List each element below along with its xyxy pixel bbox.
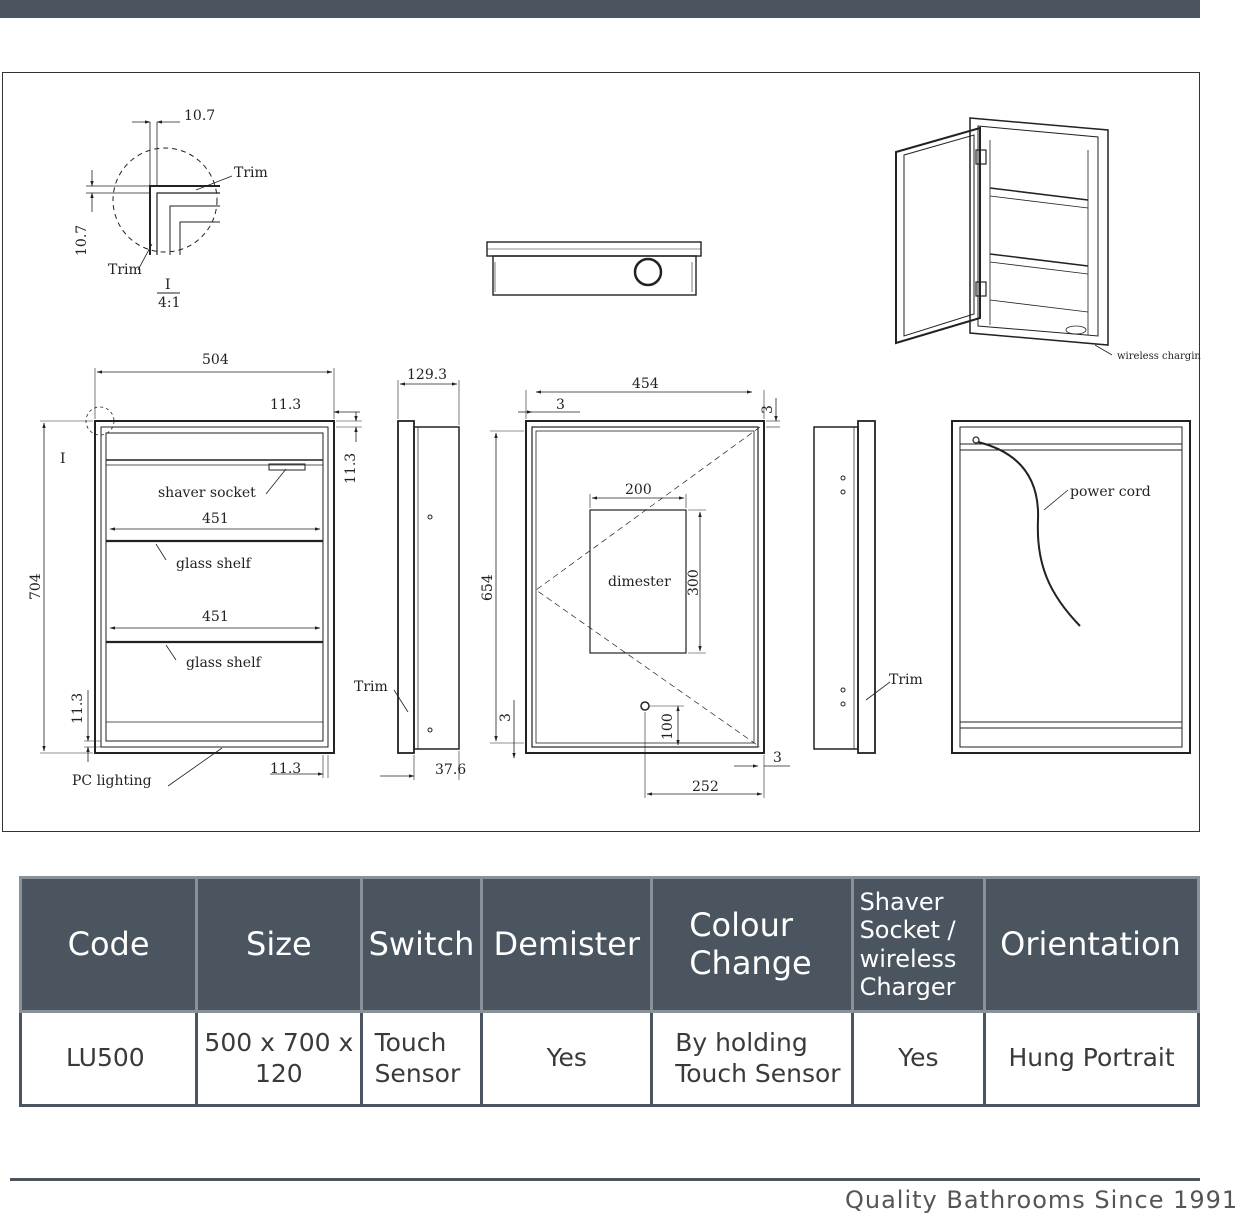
detail-section-id: I bbox=[165, 277, 171, 293]
technical-drawing: 10.7 10.7 Trim Trim I 4:1 wireless charg… bbox=[28, 108, 1201, 798]
front-shelf1-width: 451 bbox=[202, 511, 229, 527]
front-width: 504 bbox=[202, 352, 229, 368]
detail-scale: 4:1 bbox=[158, 295, 181, 311]
side-view-left bbox=[380, 380, 460, 780]
front-shelf2-label: glass shelf bbox=[186, 655, 263, 671]
front-dim-top-right: 11.3 bbox=[270, 397, 301, 413]
detail-view bbox=[86, 120, 233, 294]
header-code: Code bbox=[18, 876, 199, 1013]
footer-tagline: Quality Bathrooms Since 1991 bbox=[845, 1186, 1238, 1214]
mirror-inset-left: 3 bbox=[498, 713, 514, 722]
cell-colour-change: By holding Touch Sensor bbox=[650, 1010, 854, 1107]
mirror-view bbox=[490, 390, 790, 798]
front-dim-bottom: 11.3 bbox=[270, 761, 301, 777]
cell-code: LU500 bbox=[18, 1010, 199, 1107]
drawing-frame bbox=[2, 72, 1200, 832]
side-left-bottom: 37.6 bbox=[435, 762, 466, 778]
back-view bbox=[951, 420, 1191, 754]
front-dim-right: 11.3 bbox=[343, 453, 359, 484]
header-shaver-socket: Shaver Socket / wireless Charger bbox=[850, 876, 987, 1013]
side-view-right bbox=[813, 420, 891, 754]
mirror-sensor-offset: 252 bbox=[692, 779, 719, 795]
mirror-inset-top: 3 bbox=[556, 397, 565, 413]
mirror-demister-width: 200 bbox=[625, 482, 652, 498]
top-view bbox=[486, 241, 702, 296]
front-shelf2-width: 451 bbox=[202, 609, 229, 625]
mirror-demister-label: dimester bbox=[608, 574, 671, 590]
side-right-trim: Trim bbox=[889, 672, 923, 688]
header-orientation: Orientation bbox=[983, 876, 1200, 1013]
open-cabinet-view bbox=[895, 117, 1113, 356]
header-colour-change: Colour Change bbox=[650, 876, 854, 1013]
top-bar bbox=[0, 0, 1200, 18]
mirror-inset-bottom: 3 bbox=[773, 750, 782, 766]
detail-dim-top: 10.7 bbox=[184, 108, 215, 124]
detail-dim-side: 10.7 bbox=[74, 225, 90, 256]
cell-size: 500 x 700 x 120 bbox=[195, 1010, 363, 1107]
spec-table: Code Size Switch Demister Colour Change … bbox=[18, 876, 1200, 1107]
header-demister: Demister bbox=[480, 876, 654, 1013]
header-switch: Switch bbox=[359, 876, 484, 1013]
cell-switch: Touch Sensor bbox=[359, 1010, 484, 1107]
mirror-width: 454 bbox=[632, 376, 659, 392]
mirror-sensor-height: 100 bbox=[660, 713, 676, 740]
header-size: Size bbox=[195, 876, 363, 1013]
mirror-inset-right: 3 bbox=[760, 405, 776, 414]
footer-divider bbox=[10, 1178, 1200, 1181]
spec-table-row: LU500 500 x 700 x 120 Touch Sensor Yes B… bbox=[18, 1010, 1200, 1107]
detail-trim-upper: Trim bbox=[234, 165, 268, 181]
front-dim-left-bottom: 11.3 bbox=[70, 693, 86, 724]
front-shaver-socket: shaver socket bbox=[158, 485, 256, 501]
back-power-cord: power cord bbox=[1070, 484, 1151, 500]
cell-shaver-socket: Yes bbox=[850, 1010, 987, 1107]
open-view-note: wireless chargin bbox=[1117, 351, 1201, 362]
detail-trim-lower: Trim bbox=[108, 262, 142, 278]
front-height: 704 bbox=[28, 573, 44, 600]
spec-table-header: Code Size Switch Demister Colour Change … bbox=[18, 876, 1200, 1013]
side-left-depth: 129.3 bbox=[407, 367, 447, 383]
front-pc-lighting: PC lighting bbox=[72, 773, 152, 789]
front-shelf1-label: glass shelf bbox=[176, 556, 253, 572]
mirror-height: 654 bbox=[480, 574, 496, 601]
cell-orientation: Hung Portrait bbox=[983, 1010, 1200, 1107]
cell-demister: Yes bbox=[480, 1010, 654, 1107]
front-section-marker: I bbox=[60, 451, 66, 467]
mirror-demister-height: 300 bbox=[686, 569, 702, 596]
front-view bbox=[40, 368, 362, 787]
side-left-trim: Trim bbox=[354, 679, 388, 695]
